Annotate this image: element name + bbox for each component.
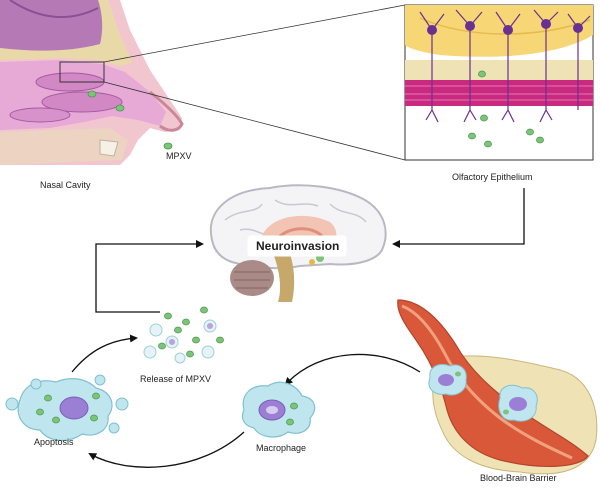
label-release-of-mpxv: Release of MPXV [140, 374, 212, 384]
virus-particle [87, 90, 97, 98]
olfactory-neurons [419, 9, 591, 123]
brain-region [0, 0, 103, 51]
olfactory-epithelium-panel [404, 4, 594, 161]
zoom-region-box [59, 61, 105, 83]
arrow-apoptosis-to-release [71, 334, 138, 373]
virus-particle [468, 132, 476, 140]
brain-illustration [209, 184, 387, 302]
arrow-release-to-brain [95, 240, 204, 313]
label-mpxv: MPXV [166, 151, 192, 161]
virus-particle [115, 104, 125, 112]
virus-particle [484, 140, 492, 148]
label-neuroinvasion: Neuroinvasion [256, 239, 340, 253]
label-olfactory-epithelium: Olfactory Epithelium [452, 172, 533, 182]
blood-vessel [397, 299, 589, 467]
label-blood-brain-barrier: Blood-Brain Barrier [480, 473, 557, 483]
arrow-macrophage-to-apoptosis [88, 431, 245, 468]
virus-particle [526, 128, 534, 136]
apoptotic-cell [5, 374, 129, 441]
zoom-line-bottom [103, 81, 406, 161]
blood-brain-barrier-illustration [397, 299, 598, 475]
label-macrophage: Macrophage [256, 443, 307, 453]
virus-particle [478, 70, 486, 78]
neuroinvasion-label-box [247, 235, 347, 257]
macrophage-cell [241, 381, 316, 438]
virus-particle [163, 142, 173, 150]
zoom-line-top [103, 4, 406, 63]
virus-particle [536, 136, 544, 144]
label-apoptosis: Apoptosis [34, 437, 74, 447]
arrow-bbb-to-macrophage [284, 353, 421, 386]
nasal-cavity-illustration [0, 0, 184, 165]
label-nasal-cavity: Nasal Cavity [40, 180, 91, 190]
virus-particle [480, 114, 488, 122]
released-virions-cluster [143, 306, 224, 364]
arrow-epithelium-to-brain [392, 188, 525, 248]
